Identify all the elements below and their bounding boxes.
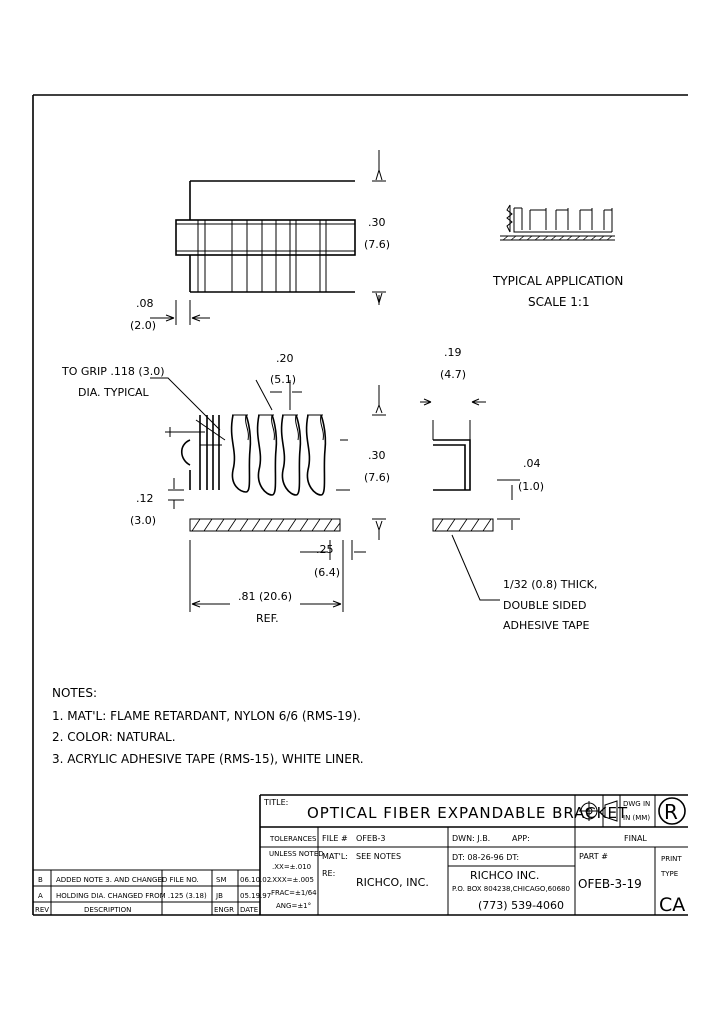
dim-overall-ref: REF. — [256, 612, 279, 625]
typical-application-label: TYPICAL APPLICATION — [492, 274, 623, 288]
dim-overall: .81 (20.6) — [238, 590, 292, 603]
print-type-label-2: TYPE — [660, 870, 678, 878]
top-view — [150, 150, 386, 325]
note-1: 1. MAT'L: FLAME RETARDANT, NYLON 6/6 (RM… — [52, 709, 361, 723]
dim-left-height-mm: (3.0) — [130, 514, 156, 527]
dwn-label: DWN: J.B. — [452, 834, 490, 843]
engr-header: ENGR — [214, 906, 234, 914]
app-label: APP: — [512, 834, 530, 843]
dwg-in-mm-label: IN (MM) — [623, 814, 650, 822]
title-label: TITLE: — [263, 798, 288, 807]
print-type-value: CA — [659, 894, 685, 916]
dim-pitch-mm: (5.1) — [270, 373, 296, 386]
dim-end-pitch-in: .25 — [316, 543, 334, 556]
matl-value: SEE NOTES — [356, 852, 401, 861]
dim-offset-in: .04 — [523, 457, 541, 470]
tape-note-line2: DOUBLE SIDED — [503, 599, 586, 612]
tape-note-line1: 1/32 (0.8) THICK, — [503, 578, 597, 591]
typical-application-scale: SCALE 1:1 — [528, 295, 590, 309]
note-2: 2. COLOR: NATURAL. — [52, 730, 176, 744]
part-number: OFEB-3-19 — [578, 877, 642, 891]
typical-application-sketch — [500, 204, 615, 241]
tol-xx: .XX=±.010 — [272, 863, 311, 871]
re-value: RICHCO, INC. — [356, 876, 429, 889]
rev-b-letter: B — [38, 876, 43, 884]
dim-top-height-in: .30 — [368, 216, 386, 229]
note-3: 3. ACRYLIC ADHESIVE TAPE (RMS-15), WHITE… — [52, 752, 364, 766]
dim-left-height-in: .12 — [136, 492, 154, 505]
notes-header: NOTES: — [52, 686, 97, 700]
dim-pitch-in: .20 — [276, 352, 294, 365]
date-header: DATE — [240, 906, 258, 914]
tolerances-label: TOLERANCES — [269, 835, 317, 843]
tol-ang: ANG=±1° — [276, 902, 311, 910]
dim-side-width-in: .19 — [444, 346, 462, 359]
company-phone: (773) 539-4060 — [478, 899, 564, 912]
rev-a-letter: A — [38, 892, 43, 900]
rev-header: REV — [35, 906, 49, 914]
rev-a-date: 05.19.97 — [240, 892, 271, 900]
drawing-border — [32, 94, 688, 916]
tol-frac: FRAC=±1/64 — [271, 889, 317, 897]
rev-b-engr: SM — [216, 876, 226, 884]
dim-side-width-mm: (4.7) — [440, 368, 466, 381]
dim-offset-mm: (1.0) — [518, 480, 544, 493]
grip-note-line1: TO GRIP .118 (3.0) — [61, 365, 164, 378]
dt-label: DT: 08-26-96 DT: — [452, 853, 519, 862]
status-label: FINAL — [624, 834, 647, 843]
file-label: FILE # — [322, 834, 348, 843]
dim-front-height-mm: (7.6) — [364, 471, 390, 484]
rev-b-description: ADDED NOTE 3. AND CHANGED FILE NO. — [56, 876, 199, 884]
rev-a-description: HOLDING DIA. CHANGED FROM .125 (3.18) — [56, 892, 207, 900]
dim-base-width-in: .08 — [136, 297, 154, 310]
print-type-label: PRINT — [661, 855, 682, 863]
part-label: PART # — [579, 852, 608, 861]
tape-note-line3: ADHESIVE TAPE — [503, 619, 589, 632]
company-address: P.O. BOX 804238,CHICAGO,60680 — [452, 885, 570, 893]
rev-a-engr: JB — [215, 892, 223, 900]
company-name: RICHCO INC. — [470, 869, 539, 882]
dim-front-height-in: .30 — [368, 449, 386, 462]
matl-label: MAT'L: — [322, 852, 348, 861]
rev-b-date: 06.10.02 — [240, 876, 271, 884]
drawing-title: OPTICAL FIBER EXPANDABLE BRACKET — [307, 804, 628, 822]
tol-xxx: .XXX=±.005 — [270, 876, 314, 884]
file-value: OFEB-3 — [356, 834, 385, 843]
dim-top-height-mm: (7.6) — [364, 238, 390, 251]
description-header: DESCRIPTION — [84, 906, 131, 914]
title-block — [33, 794, 688, 915]
re-label: RE: — [322, 869, 335, 878]
grip-note-line2: DIA. TYPICAL — [78, 386, 150, 399]
dim-end-pitch-mm: (6.4) — [314, 566, 340, 579]
richco-logo: R — [664, 800, 678, 824]
dwg-in-label: DWG IN — [623, 800, 650, 808]
unless-noted-label: UNLESS NOTED — [269, 850, 324, 858]
front-view — [150, 377, 386, 612]
dim-base-width-mm: (2.0) — [130, 319, 156, 332]
side-view — [420, 398, 520, 601]
